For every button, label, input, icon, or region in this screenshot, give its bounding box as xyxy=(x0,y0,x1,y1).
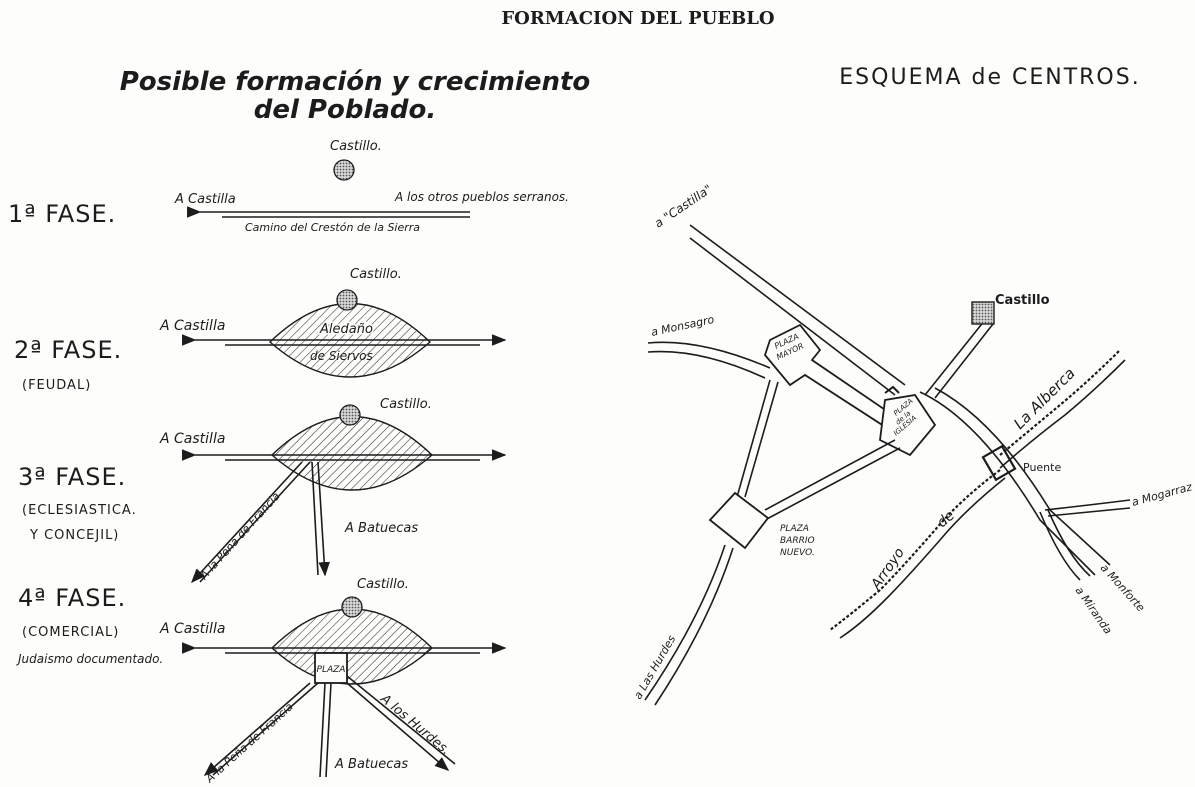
river-arroyo-2 xyxy=(839,477,1006,639)
road-main-a xyxy=(919,391,1096,576)
arroyo-label: Arroyo xyxy=(868,545,908,593)
a-castilla-2: A Castilla xyxy=(159,318,225,334)
a-otros-pueblos: A los otros pueblos serranos. xyxy=(394,190,569,204)
batuecas-label-3: A Batuecas xyxy=(344,521,418,536)
phase-4-road-batuecas-2 xyxy=(325,682,332,778)
pena-label-3: A la Peña de Francia xyxy=(197,489,283,582)
road-monsagro-a xyxy=(647,341,771,369)
a-castilla-1: A Castilla xyxy=(174,192,236,207)
phase-2-label: 2ª FASE. xyxy=(14,336,122,364)
phase-2-sub: (FEUDAL) xyxy=(22,378,91,393)
plaza-barrio-label-2: BARRIO xyxy=(780,536,815,546)
hurdes-label-4: A los Hurdes. xyxy=(377,691,453,758)
road-hurdes-b xyxy=(654,547,734,706)
phase-4-road-pena xyxy=(203,682,311,776)
puente-label: Puente xyxy=(1023,461,1061,474)
a-las-hurdes-label: a Las Hurdes xyxy=(631,633,678,702)
phase-3-sub: (ECLESIASTICA. xyxy=(22,503,137,518)
plaza-label-4: PLAZA xyxy=(317,665,346,675)
castillo-map-marker xyxy=(971,301,995,325)
road-iglesia-barrio-b xyxy=(764,447,901,521)
river-alberca xyxy=(999,349,1121,456)
left-heading-line2: del Poblado. xyxy=(254,95,437,125)
a-miranda-label: a Miranda xyxy=(1073,584,1115,637)
phase-4-diagram: Castillo. A Castilla PLAZA A la Peña de … xyxy=(159,577,507,786)
pena-label-4: A la Peña de Francia xyxy=(203,700,296,786)
road-hurdes-a xyxy=(644,544,726,701)
road-miranda-b xyxy=(1047,509,1091,577)
phase-labels: 1ª FASE. 2ª FASE. (FEUDAL) 3ª FASE. (ECL… xyxy=(8,200,163,666)
aledano-label: Aledaño xyxy=(319,322,373,337)
left-heading-line1: Posible formación y crecimiento xyxy=(120,67,591,97)
phase-3-area xyxy=(270,415,434,491)
castillo-label-1: Castillo. xyxy=(330,139,382,154)
castillo-marker-4 xyxy=(341,596,363,618)
right-heading: ESQUEMA de CENTROS. xyxy=(839,65,1140,90)
esquema-map: a "Castilla" a Monsagro Castillo PLAZA M… xyxy=(631,182,1194,706)
castillo-marker-1 xyxy=(333,159,355,181)
plaza-barrio-label-1: PLAZA xyxy=(780,524,809,534)
plaza-barrio-nuevo-shape xyxy=(708,491,770,550)
road-iglesia-barrio-a xyxy=(764,439,896,511)
road-mogarraz-a xyxy=(1044,499,1131,511)
road-main-b xyxy=(934,387,1111,566)
road-miranda-a xyxy=(1039,511,1081,581)
phase-3-sub2: Y CONCEJIL) xyxy=(29,528,119,543)
siervos-label: de Siervos xyxy=(310,349,373,363)
phase-1-label: 1ª FASE. xyxy=(8,200,116,228)
road-mayor-barrio-b xyxy=(744,381,779,498)
phase-3-road-pena xyxy=(191,461,303,584)
puente-marker xyxy=(981,444,1017,482)
phase-4-road-hurdes-2 xyxy=(346,675,456,765)
batuecas-label-4: A Batuecas xyxy=(334,757,408,772)
castillo-marker-3 xyxy=(339,404,361,426)
a-castilla-4: A Castilla xyxy=(159,621,225,637)
phase-1-diagram: Castillo. A Castilla A los otros pueblos… xyxy=(174,139,569,234)
phase-4-sub: (COMERCIAL) xyxy=(22,625,119,640)
page-title: FORMACION DEL PUEBLO xyxy=(501,8,774,29)
road-castillo-a xyxy=(924,319,986,396)
river-alberca-2 xyxy=(999,359,1126,469)
castillo-map-label: Castillo xyxy=(995,293,1050,308)
castillo-label-3: Castillo. xyxy=(380,397,432,412)
phase-4-road-pena-2 xyxy=(212,682,319,776)
a-mogarraz-label: a Mogarraz xyxy=(1130,480,1193,509)
de-label: de xyxy=(934,508,958,532)
castillo-marker-2 xyxy=(336,289,358,311)
phase-3-road-batuecas xyxy=(317,461,330,577)
road-monsagro-b xyxy=(647,350,766,379)
phase-4-road-batuecas xyxy=(319,682,326,778)
la-alberca-label: La Alberca xyxy=(1010,364,1079,433)
phase-3-label: 3ª FASE. xyxy=(18,463,126,491)
phase-2-diagram: Castillo. A Castilla Aledaño de Siervos xyxy=(159,267,507,378)
phase-3-diagram: Castillo. A Castilla A la Peña de Franci… xyxy=(159,397,507,584)
a-castilla-map: a "Castilla" xyxy=(652,182,715,231)
road-castilla-b xyxy=(689,237,896,396)
a-monsagro-label: a Monsagro xyxy=(650,313,716,339)
road-castilla-a xyxy=(689,224,906,386)
river-arroyo xyxy=(829,469,1001,631)
plaza-barrio-label-3: NUEVO. xyxy=(780,548,815,558)
a-monforte-label: a Monforte xyxy=(1098,561,1148,614)
a-castilla-3: A Castilla xyxy=(159,431,225,447)
phase-3-road-pena-2 xyxy=(199,461,311,583)
plaza-box-4 xyxy=(314,652,348,684)
phase-4-area xyxy=(270,608,434,685)
phase-3-road-batuecas-2 xyxy=(311,461,319,576)
castillo-label-2: Castillo. xyxy=(350,267,402,282)
phase-4-road-hurdes xyxy=(346,682,450,771)
road-mayor-barrio-a xyxy=(736,379,771,498)
phase-4-sub2: Judaismo documentado. xyxy=(16,652,163,666)
castillo-label-4: Castillo. xyxy=(357,577,409,592)
iglesia-icon xyxy=(884,385,900,394)
road-mogarraz-b xyxy=(1047,507,1131,517)
camino-label: Camino del Crestón de la Sierra xyxy=(245,221,420,234)
road-castillo-b xyxy=(934,323,994,399)
phase-4-label: 4ª FASE. xyxy=(18,584,126,612)
